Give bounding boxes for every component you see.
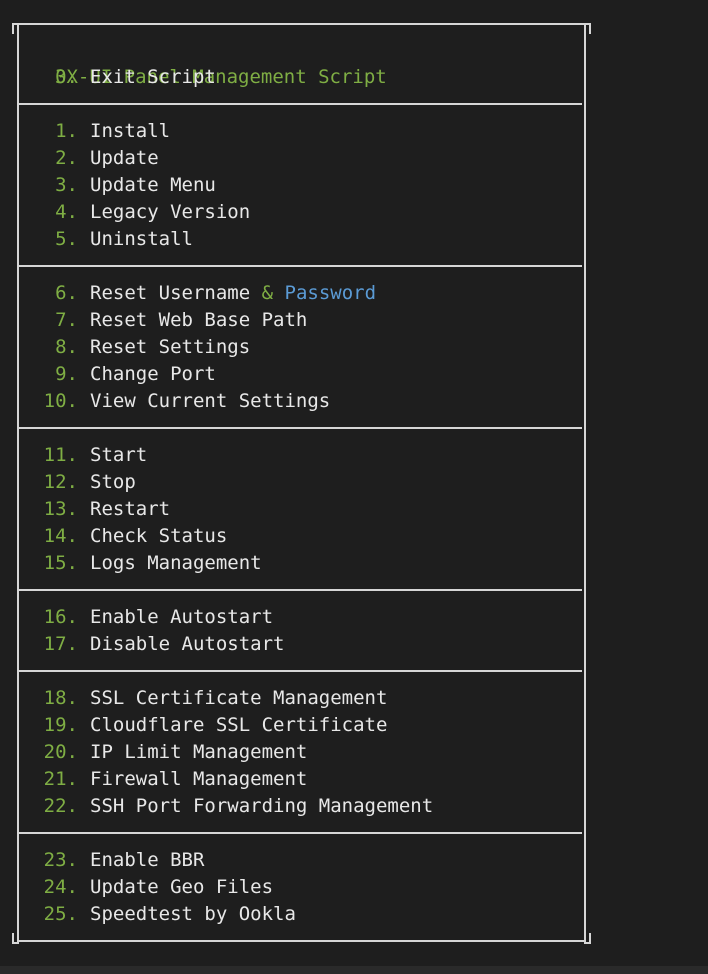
menu-item-label: IP Limit Management [90,741,308,763]
frame-top-border [17,23,586,25]
menu-item-label: Update Menu [90,174,216,196]
menu-item[interactable]: 22. SSH Port Forwarding Management [0,793,560,820]
menu-item-number: 24. [43,876,78,898]
menu-item[interactable]: 2. Update [0,145,560,172]
menu-item[interactable]: 18. SSL Certificate Management [0,685,560,712]
menu-item-number: 8. [55,336,78,358]
menu-item-label: SSL Certificate Management [90,687,388,709]
menu-item-number: 0. [55,66,78,88]
section-divider [19,265,582,267]
menu-item-label: Reset Settings [90,336,251,358]
menu-item-label: Start [90,444,148,466]
menu-item-number: 20. [43,741,78,763]
corner-mark-top-right [584,23,591,34]
menu-item[interactable]: 8. Reset Settings [0,334,560,361]
menu-item[interactable]: 14. Check Status [0,523,560,550]
menu-item-label: Legacy Version [90,201,251,223]
menu-item-number: 23. [43,849,78,871]
menu-item-number: 17. [43,633,78,655]
menu-item-number: 13. [43,498,78,520]
bottom-scrollbar-strip [0,966,708,974]
section-divider [19,589,582,591]
menu-item[interactable]: 9. Change Port [0,361,560,388]
menu-item[interactable]: 20. IP Limit Management [0,739,560,766]
menu-item-label: Logs Management [90,552,262,574]
menu-item[interactable]: 17. Disable Autostart [0,631,560,658]
section-divider [19,832,582,834]
menu-item-label: Stop [90,471,136,493]
menu-item-label: Reset Web Base Path [90,309,308,331]
menu-item-label: Cloudflare SSL Certificate [90,714,388,736]
menu-item[interactable]: 13. Restart [0,496,560,523]
menu-item-number: 6. [55,282,78,304]
menu-item-number: 22. [43,795,78,817]
menu-item[interactable]: 16. Enable Autostart [0,604,560,631]
menu-item-label: Install [90,120,171,142]
corner-mark-bottom-left [12,933,19,944]
menu-item-label: Update Geo Files [90,876,274,898]
menu-item[interactable]: 23. Enable BBR [0,847,560,874]
menu-item-label: View Current Settings [90,390,331,412]
menu-item[interactable]: 12. Stop [0,469,560,496]
title-line: 3X-UI Panel Management Script [0,37,560,88]
menu-item-label-part: Reset Username [90,282,251,304]
menu-item-number: 14. [43,525,78,547]
menu-item-label: Change Port [90,363,216,385]
menu-item[interactable]: 7. Reset Web Base Path [0,307,560,334]
menu-item[interactable]: 25. Speedtest by Ookla [0,901,560,928]
menu-item-label: Update [90,147,159,169]
menu-item-label: Reset Username & Password [90,280,376,307]
menu-item[interactable]: 10. View Current Settings [0,388,560,415]
frame-right-border [584,23,586,942]
section-divider [19,427,582,429]
page-title: 3X-UI Panel Management Script [55,66,387,88]
menu-item-label: Enable Autostart [90,606,274,628]
menu-item-number: 18. [43,687,78,709]
menu-item[interactable]: 3. Update Menu [0,172,560,199]
menu-item-number: 19. [43,714,78,736]
menu-item-label: Restart [90,498,171,520]
menu-item-label: Enable BBR [90,849,205,871]
menu-item[interactable]: 19. Cloudflare SSL Certificate [0,712,560,739]
menu-item-number: 25. [43,903,78,925]
menu-item-number: 11. [43,444,78,466]
menu-item-number: 4. [55,201,78,223]
menu-item-number: 2. [55,147,78,169]
menu-item-label: Firewall Management [90,768,308,790]
menu-item[interactable]: 5. Uninstall [0,226,560,253]
menu-item-number: 3. [55,174,78,196]
menu-item-label: Speedtest by Ookla [90,903,296,925]
menu-item-number: 1. [55,120,78,142]
ampersand: & [261,282,274,304]
menu-item[interactable]: 1. Install [0,118,560,145]
menu-item-number: 10. [43,390,78,412]
menu-item-label: Check Status [90,525,228,547]
menu-item-number: 9. [55,363,78,385]
menu-item[interactable]: 4. Legacy Version [0,199,560,226]
menu-item-number: 21. [43,768,78,790]
menu-item-number: 16. [43,606,78,628]
menu-item-number: 12. [43,471,78,493]
menu-item-label: Uninstall [90,228,193,250]
menu-item-number: 7. [55,309,78,331]
menu-item[interactable]: 24. Update Geo Files [0,874,560,901]
menu-item[interactable]: 21. Firewall Management [0,766,560,793]
menu-item[interactable]: 15. Logs Management [0,550,560,577]
menu-item-label-highlight: Password [284,282,377,304]
corner-mark-bottom-right [584,933,591,944]
menu-item[interactable]: 0. Exit Script [0,64,560,91]
menu-item-number: 15. [43,552,78,574]
frame-bottom-border [17,940,586,942]
corner-mark-top-left [12,23,19,34]
section-divider [19,103,582,105]
menu-item-number: 5. [55,228,78,250]
menu-item-label: Disable Autostart [90,633,285,655]
menu-item-label: SSH Port Forwarding Management [90,795,434,817]
frame-left-border [17,23,19,942]
menu-item-label: Exit Script [90,66,216,88]
menu-item[interactable]: 6. Reset Username & Password [0,280,560,307]
menu-item[interactable]: 11. Start [0,442,560,469]
section-divider [19,670,582,672]
